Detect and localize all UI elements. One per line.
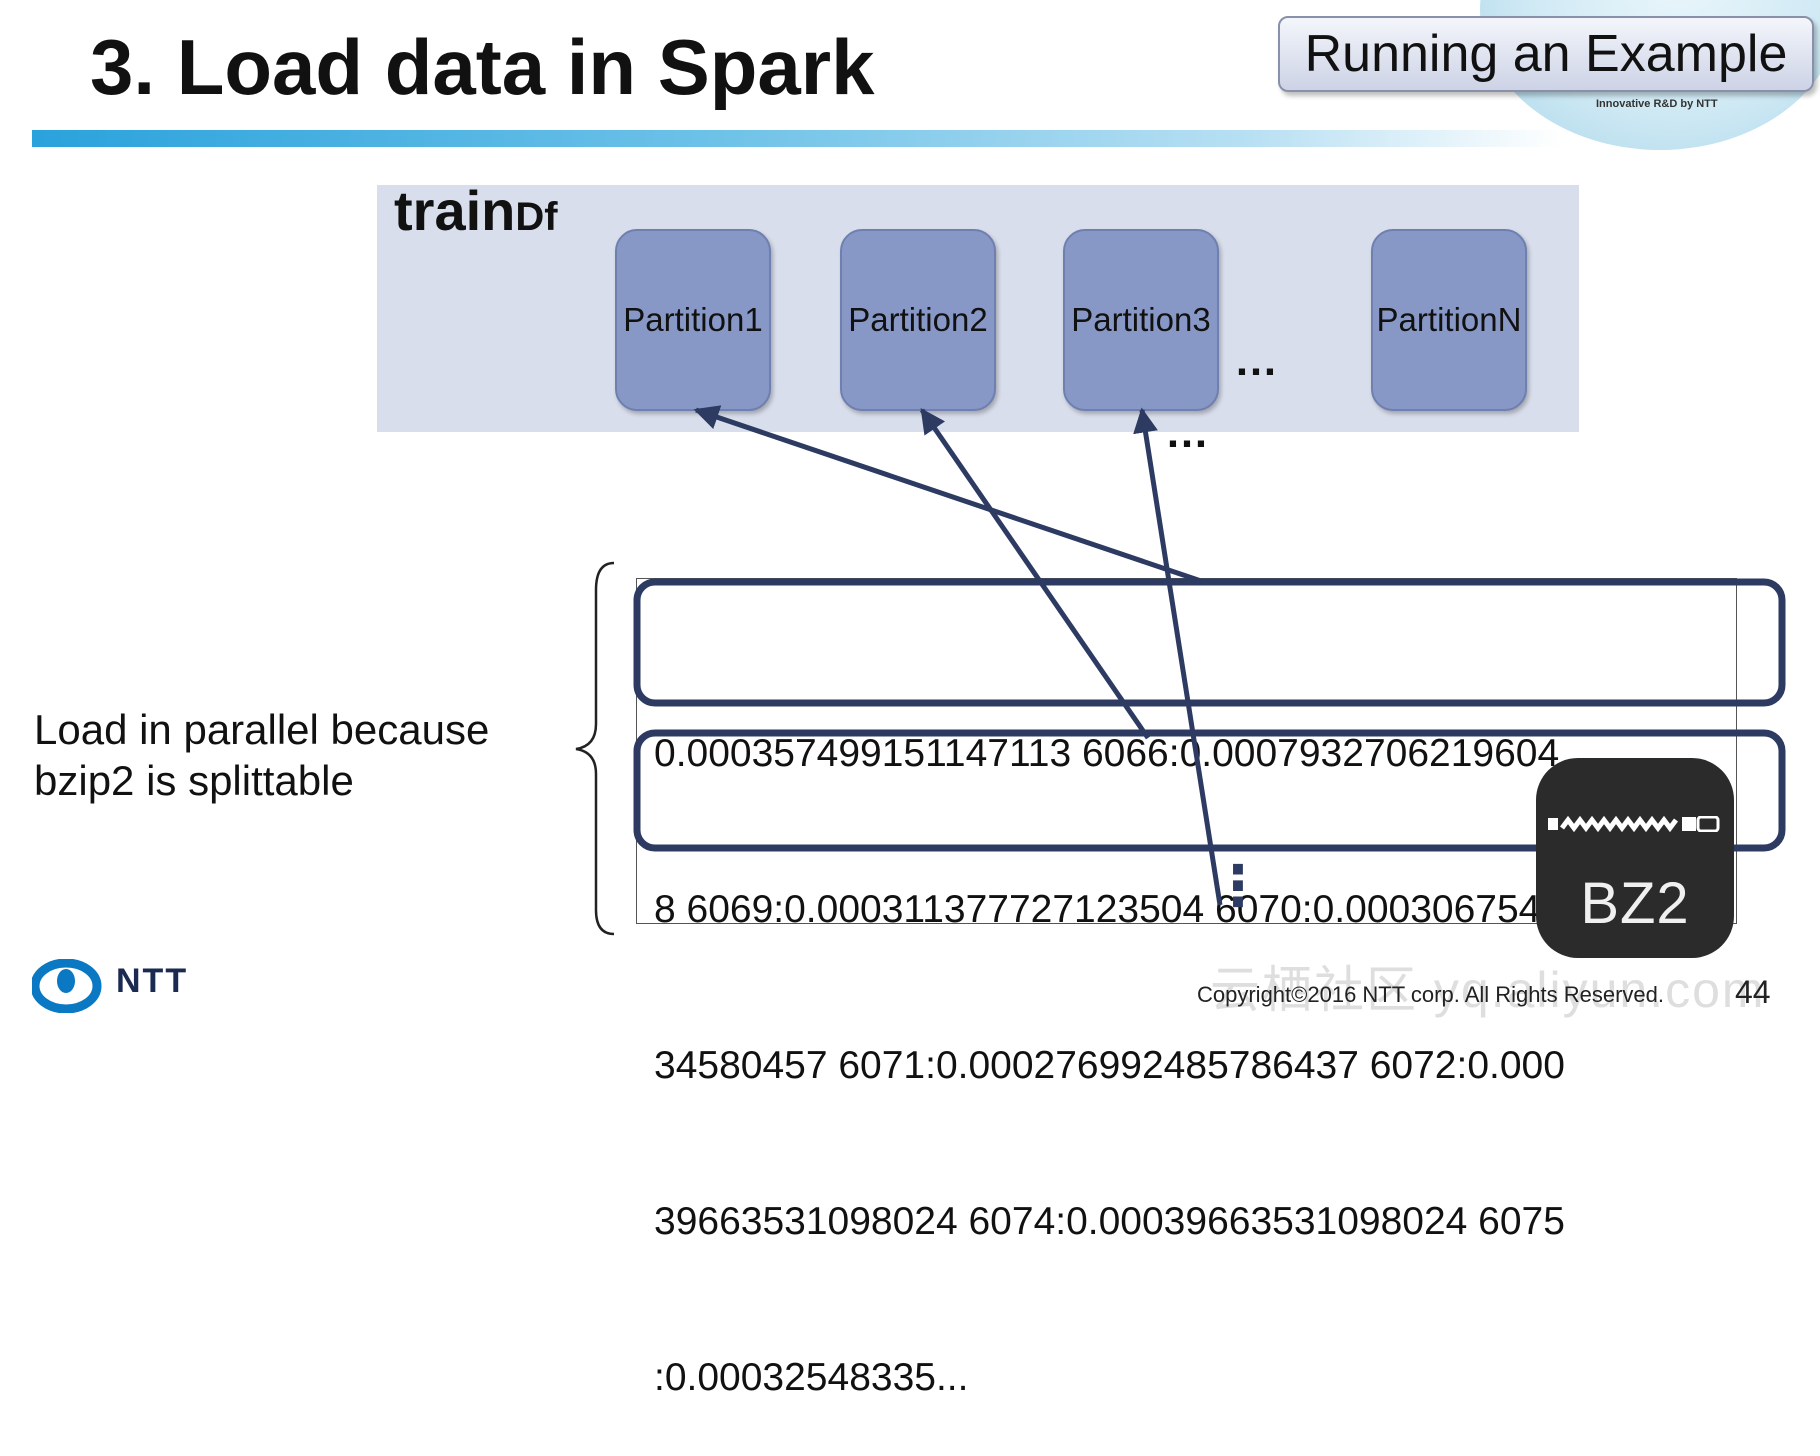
- split-brace: [575, 561, 615, 936]
- title-underline: [32, 130, 1562, 147]
- arrow-split-2-to-partition-2: [919, 407, 1151, 740]
- arrow-split-n-to-partition-3: [1133, 407, 1223, 906]
- partition-ellipsis: …: [1234, 336, 1280, 385]
- bz2-label: BZ2: [1580, 871, 1690, 936]
- caption: Load in parallel because bzip2 is splitt…: [34, 704, 594, 806]
- zipper-icon: [1548, 816, 1720, 832]
- ntt-logo-text: NTT: [116, 962, 189, 1000]
- bz2-archive-icon: BZ2: [1536, 758, 1734, 958]
- file-line-4: 39663531098024 6074:0.00039663531098024 …: [654, 1200, 1565, 1243]
- file-line-1: 0.000357499151147113 6066:0.000793270621…: [654, 732, 1560, 775]
- dataframe-name: trainDf: [394, 178, 558, 243]
- file-line-2: 8 6069:0.000311377727123504 6070:0.00030…: [654, 888, 1563, 931]
- ntt-tagline: Innovative R&D by NTT: [1596, 98, 1718, 110]
- file-line-3: 34580457 6071:0.000276992485786437 6072:…: [654, 1044, 1565, 1087]
- page-number: 44: [1735, 974, 1771, 1010]
- partition-2: Partition2: [840, 229, 996, 411]
- partition-3: Partition3: [1063, 229, 1219, 411]
- ntt-logo-icon: [32, 959, 102, 1013]
- dataframe-name-suffix: Df: [515, 195, 558, 239]
- watermark: 云栖社区 yq.aliyun.com: [1210, 962, 1766, 1018]
- caption-line-2: bzip2 is splittable: [34, 757, 354, 804]
- split-frame-2: [633, 729, 1786, 852]
- load-diagram-overlay: ⋮: [575, 405, 1786, 936]
- arrow-split-1-to-partition-1: [693, 405, 1205, 585]
- partition-1: Partition1: [615, 229, 771, 411]
- slide-title: 3. Load data in Spark: [90, 23, 875, 111]
- copyright: Copyright©2016 NTT corp. All Rights Rese…: [1197, 982, 1665, 1007]
- file-line-5: :0.00032548335...: [654, 1356, 969, 1399]
- file-vertical-ellipsis: ⋮: [1210, 854, 1266, 919]
- split-frame-1: [633, 578, 1786, 707]
- section-banner: Running an Example: [1278, 16, 1814, 92]
- dataframe-name-main: train: [394, 179, 516, 242]
- caption-line-1: Load in parallel because: [34, 706, 490, 753]
- arrow-ellipsis: …: [1165, 408, 1211, 457]
- partition-n: PartitionN: [1371, 229, 1527, 411]
